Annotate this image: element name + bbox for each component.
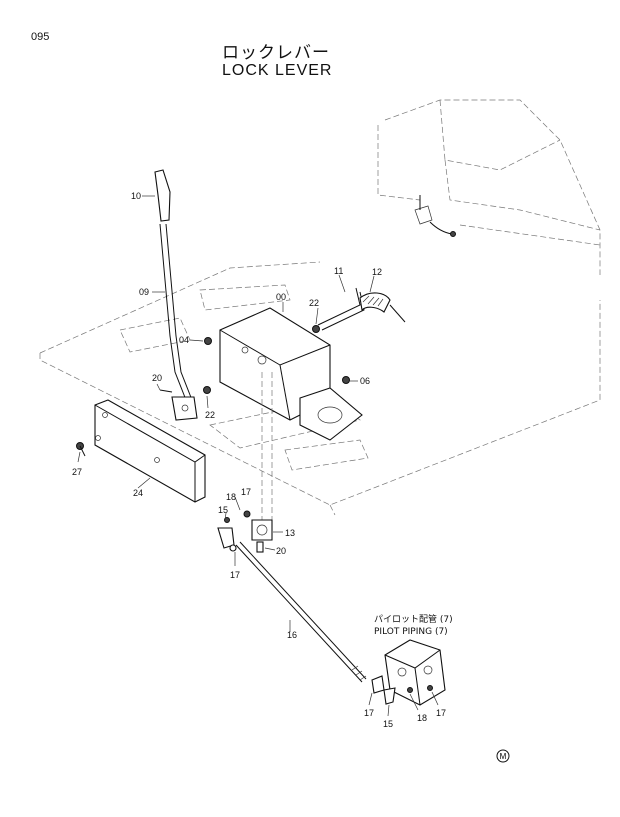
pivot-assembly bbox=[217, 372, 273, 553]
title-english: LOCK LEVER bbox=[222, 62, 333, 79]
fasteners bbox=[76, 325, 350, 457]
callout-18-lower: 18 bbox=[417, 713, 427, 723]
callout-15-upper: 15 bbox=[218, 505, 228, 515]
rod-and-spring bbox=[317, 287, 406, 331]
callout-20-upper: 20 bbox=[152, 373, 162, 383]
lever-bracket bbox=[219, 307, 363, 441]
callout-04: 04 bbox=[179, 335, 189, 345]
callout-22-upper: 22 bbox=[309, 298, 319, 308]
callout-06: 06 bbox=[360, 376, 370, 386]
callout-00: 00 bbox=[276, 292, 286, 302]
lock-lever bbox=[154, 169, 198, 421]
pilot-valve bbox=[371, 639, 446, 706]
callout-12: 12 bbox=[372, 267, 382, 277]
callout-17-right: 17 bbox=[436, 708, 446, 718]
cab-outline bbox=[377, 99, 601, 275]
page-number: 095 bbox=[31, 31, 50, 43]
reference-label-japanese: パイロット配管 (7) bbox=[374, 613, 453, 625]
callout-15-lower: 15 bbox=[383, 719, 393, 729]
callout-24: 24 bbox=[133, 488, 143, 498]
callout-13: 13 bbox=[285, 528, 295, 538]
callout-18-upper: 18 bbox=[226, 492, 236, 502]
logo-letter: M bbox=[500, 752, 507, 761]
cover-plate bbox=[94, 399, 206, 503]
reference-label-english: PILOT PIPING (7) bbox=[374, 627, 448, 637]
callout-labels: 10 09 11 12 00 22 04 06 20 22 27 24 18 1… bbox=[72, 191, 446, 729]
callout-11: 11 bbox=[334, 266, 343, 276]
callout-17-upper: 17 bbox=[241, 487, 251, 497]
callout-10: 10 bbox=[131, 191, 141, 201]
leader-lines bbox=[77, 195, 439, 717]
callout-16: 16 bbox=[287, 630, 297, 640]
callout-27: 27 bbox=[72, 467, 82, 477]
title-japanese: ロックレバー bbox=[222, 43, 330, 63]
circled-m-logo: M bbox=[496, 749, 510, 763]
callout-22-lower: 22 bbox=[205, 410, 215, 420]
callout-20-lower: 20 bbox=[276, 546, 286, 556]
pilot-rod bbox=[235, 541, 367, 683]
callout-09: 09 bbox=[139, 287, 149, 297]
callout-17-left: 17 bbox=[230, 570, 240, 580]
callout-17-lower: 17 bbox=[364, 708, 374, 718]
